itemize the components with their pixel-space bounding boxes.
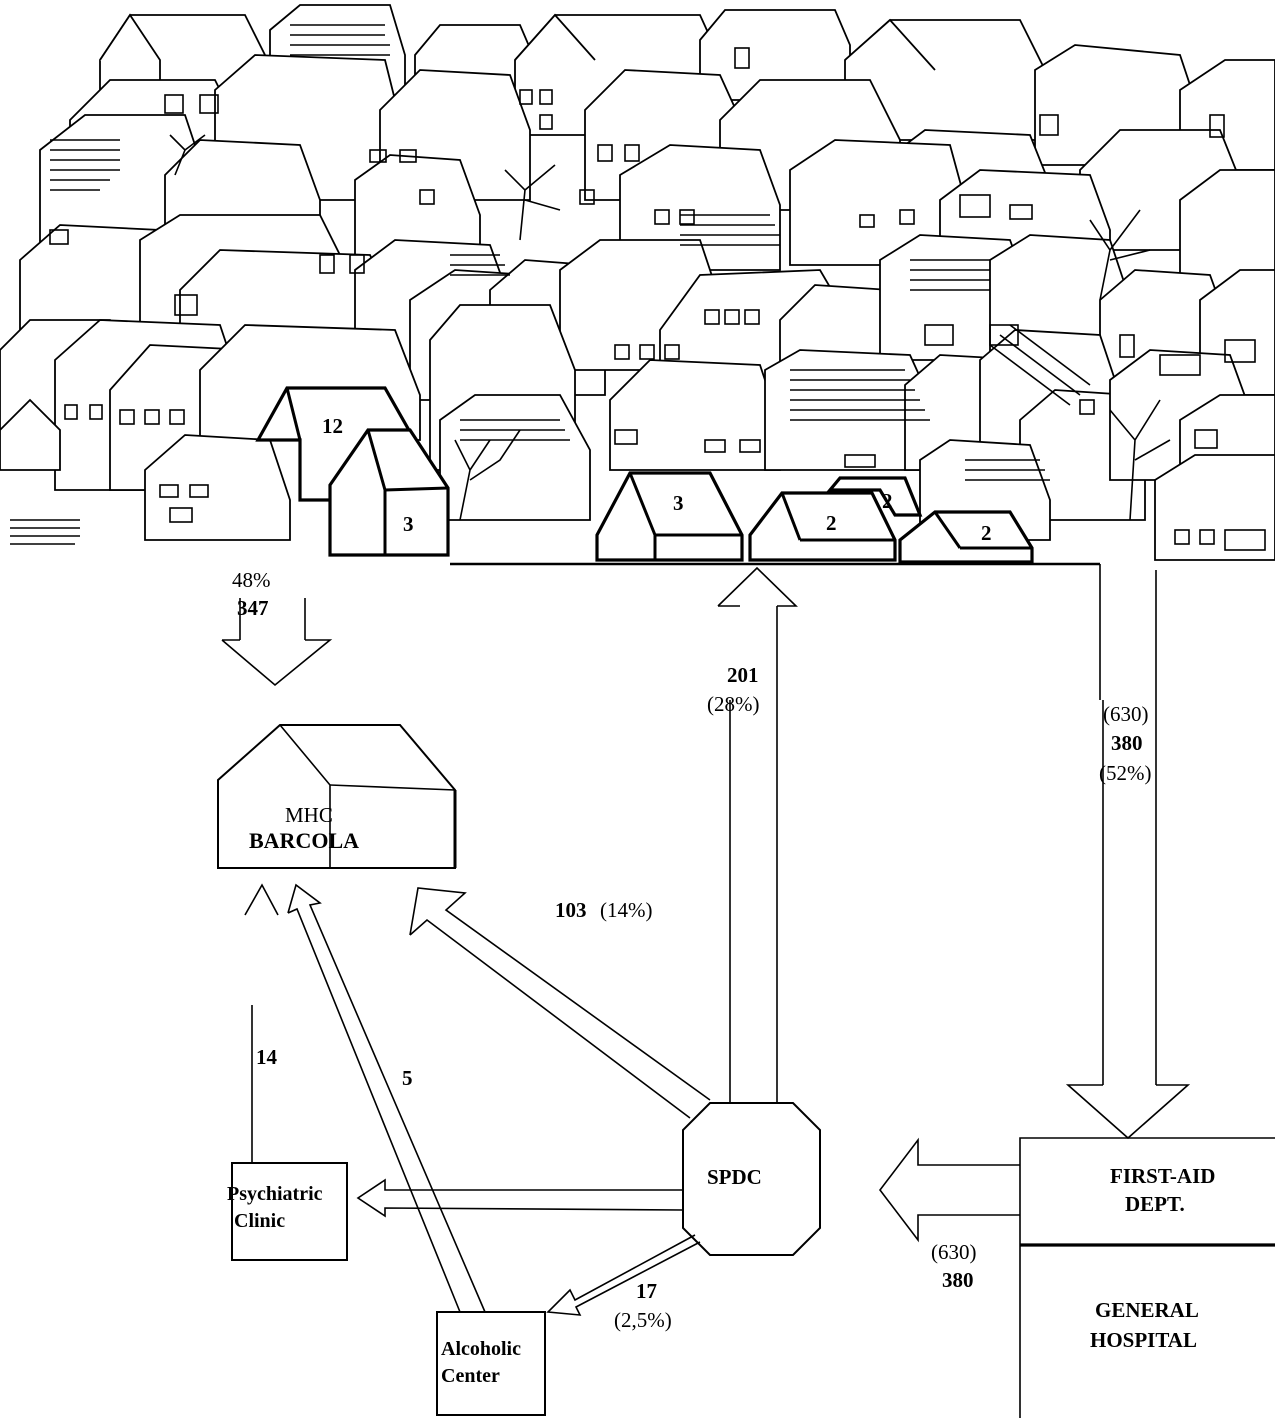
flow-spdc-alcoholic-pct: (2,5%) xyxy=(614,1308,672,1332)
flow-firstaid-spdc-count: 380 xyxy=(942,1268,974,1292)
barcola-label: BARCOLA xyxy=(249,828,359,853)
flow-town-mhc-count: 347 xyxy=(237,596,269,620)
arrow-spdc-to-clinic xyxy=(358,1180,683,1216)
town-illustration: 12 3 3 2 2 2 xyxy=(0,5,1275,700)
arrow-firstaid-to-spdc xyxy=(880,1140,1020,1240)
alcoholic-center-node: Alcoholic Center xyxy=(437,1312,545,1415)
house-count-3-left: 3 xyxy=(403,512,414,536)
flow-spdc-alcoholic-count: 17 xyxy=(636,1279,657,1303)
general-label: GENERAL xyxy=(1095,1298,1199,1322)
first-aid-label: FIRST-AID xyxy=(1110,1164,1215,1188)
flow-alcoholic-mhc: 5 xyxy=(402,1066,413,1090)
house-count-3-right: 3 xyxy=(673,491,684,515)
psychiatric-label: Psychiatric xyxy=(227,1183,323,1205)
mhc-label: MHC xyxy=(285,803,333,827)
center-label: Center xyxy=(441,1365,500,1387)
flow-town-firstaid-total: (630) xyxy=(1103,702,1149,726)
mhc-barcola-building: MHC BARCOLA xyxy=(218,725,455,868)
flow-clinic-mhc: 14 xyxy=(256,1045,278,1069)
spdc-label: SPDC xyxy=(707,1165,762,1189)
numbered-house-2-a: 2 xyxy=(750,493,895,560)
flow-spdc-town-pct: (28%) xyxy=(707,692,759,716)
numbered-house-3-right: 3 xyxy=(597,473,742,560)
flow-town-firstaid-pct: (52%) xyxy=(1099,761,1151,785)
house-count-2-b: 2 xyxy=(882,489,893,513)
flow-town-firstaid-count: 380 xyxy=(1111,731,1143,755)
house-count-2-c: 2 xyxy=(981,521,992,545)
arrow-spdc-to-mhc xyxy=(410,888,710,1118)
house-count-2-a: 2 xyxy=(826,511,837,535)
clinic-label: Clinic xyxy=(234,1210,285,1232)
flow-spdc-mhc-pct: (14%) xyxy=(600,898,652,922)
arrow-spdc-to-town xyxy=(718,568,796,1125)
flow-spdc-town-count: 201 xyxy=(727,663,759,687)
house-count-12: 12 xyxy=(322,414,343,438)
flow-spdc-mhc-count: 103 xyxy=(555,898,587,922)
hospital-label: HOSPITAL xyxy=(1090,1328,1197,1352)
alcoholic-label: Alcoholic xyxy=(441,1338,521,1360)
arrow-town-to-first-aid xyxy=(1068,570,1188,1138)
dept-label: DEPT. xyxy=(1125,1192,1185,1216)
arrow-clinic-to-mhc xyxy=(245,885,278,1163)
spdc-node: SPDC xyxy=(683,1103,820,1255)
psychiatric-clinic-node: Psychiatric Clinic xyxy=(227,1163,347,1260)
flow-firstaid-spdc-total: (630) xyxy=(931,1240,977,1264)
flow-town-mhc-pct: 48% xyxy=(232,568,271,592)
arrow-spdc-to-alcoholic xyxy=(548,1235,700,1315)
general-hospital-node: FIRST-AID DEPT. GENERAL HOSPITAL xyxy=(1020,1138,1275,1418)
